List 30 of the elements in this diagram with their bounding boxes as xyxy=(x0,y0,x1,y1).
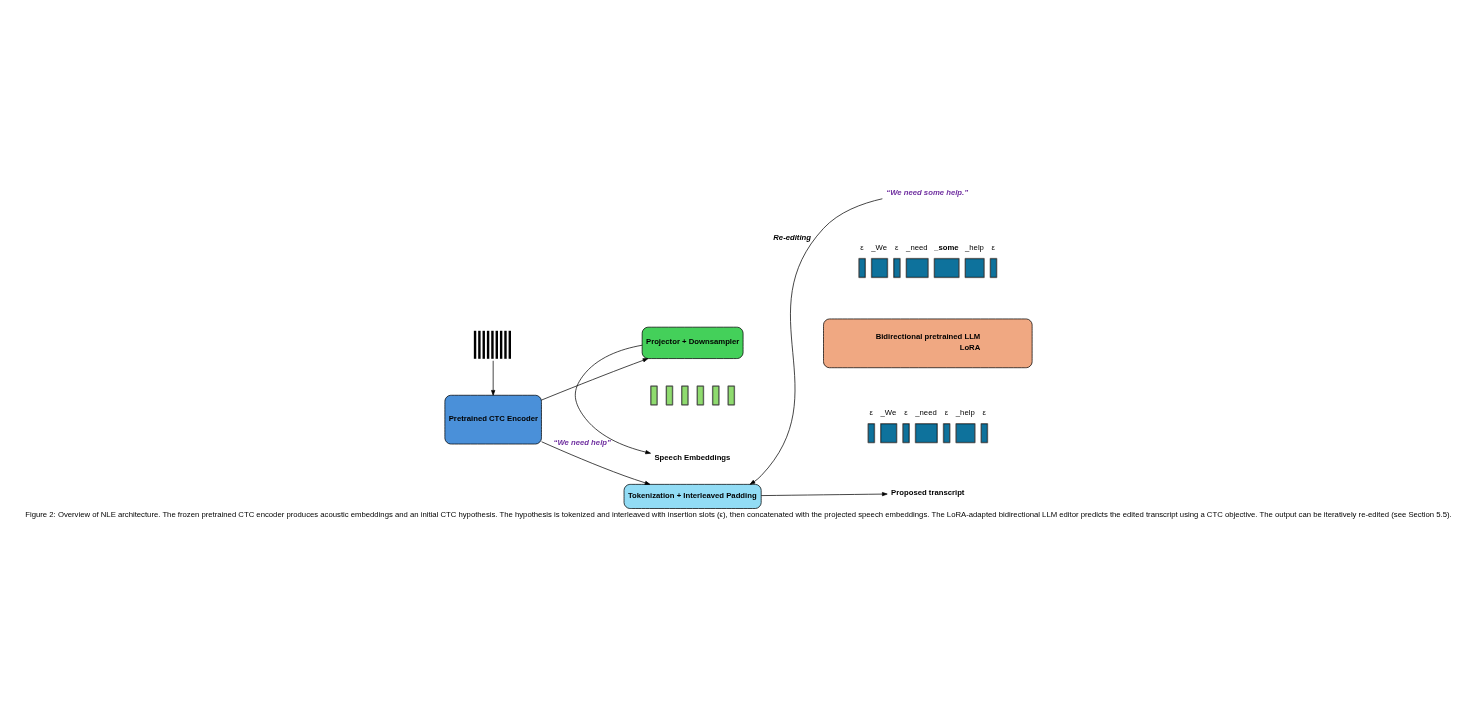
label: _help xyxy=(965,242,984,252)
label: ε xyxy=(944,407,949,417)
arrow xyxy=(541,357,649,400)
label: _some xyxy=(934,242,959,252)
label: ε xyxy=(894,242,899,252)
label: _We xyxy=(880,407,897,417)
node-text: Proposed transcript xyxy=(891,487,965,497)
edge-label: “We need help” xyxy=(553,437,611,447)
node-text: “We need some help.” xyxy=(886,187,969,197)
arrow xyxy=(760,491,888,496)
arrow xyxy=(491,359,496,396)
node-box: Pretrained CTC Encoder xyxy=(444,394,542,444)
label: ε xyxy=(904,407,908,417)
label: ε xyxy=(991,242,996,252)
edge-label: Re-editing xyxy=(773,232,812,242)
label: ε xyxy=(982,407,986,417)
label: _need xyxy=(915,407,937,417)
label: ε xyxy=(869,407,873,417)
label: _need xyxy=(906,242,928,252)
arrow xyxy=(541,440,651,485)
node-text: Speech Embeddings xyxy=(654,452,731,462)
node-box: Projector + Downsampler xyxy=(641,326,744,359)
caption: Figure 2: Overview of NLE architecture. The frozen pretrained CTC encoder produces acoustic embeddings and an initial CTC hypothesis. The hypothesis is tokenized and interleaved with insertion slots (ϵ), then concatenated with the projected speech embeddings. The LoRA-adapted bidirectional LLM editor predicts the edited transcript using a CTC objective. The output can be iteratively re-edited (see Section 5.5). xyxy=(25,509,1452,519)
arrow xyxy=(574,344,651,454)
label: _We xyxy=(871,242,888,252)
label: _help xyxy=(955,407,975,417)
node-box: Bidirectional pretrained LLM LoRA xyxy=(823,318,1033,368)
label: ε xyxy=(860,242,864,252)
node-box: Tokenization + Interleaved Padding xyxy=(623,483,762,509)
arrow xyxy=(749,197,883,485)
